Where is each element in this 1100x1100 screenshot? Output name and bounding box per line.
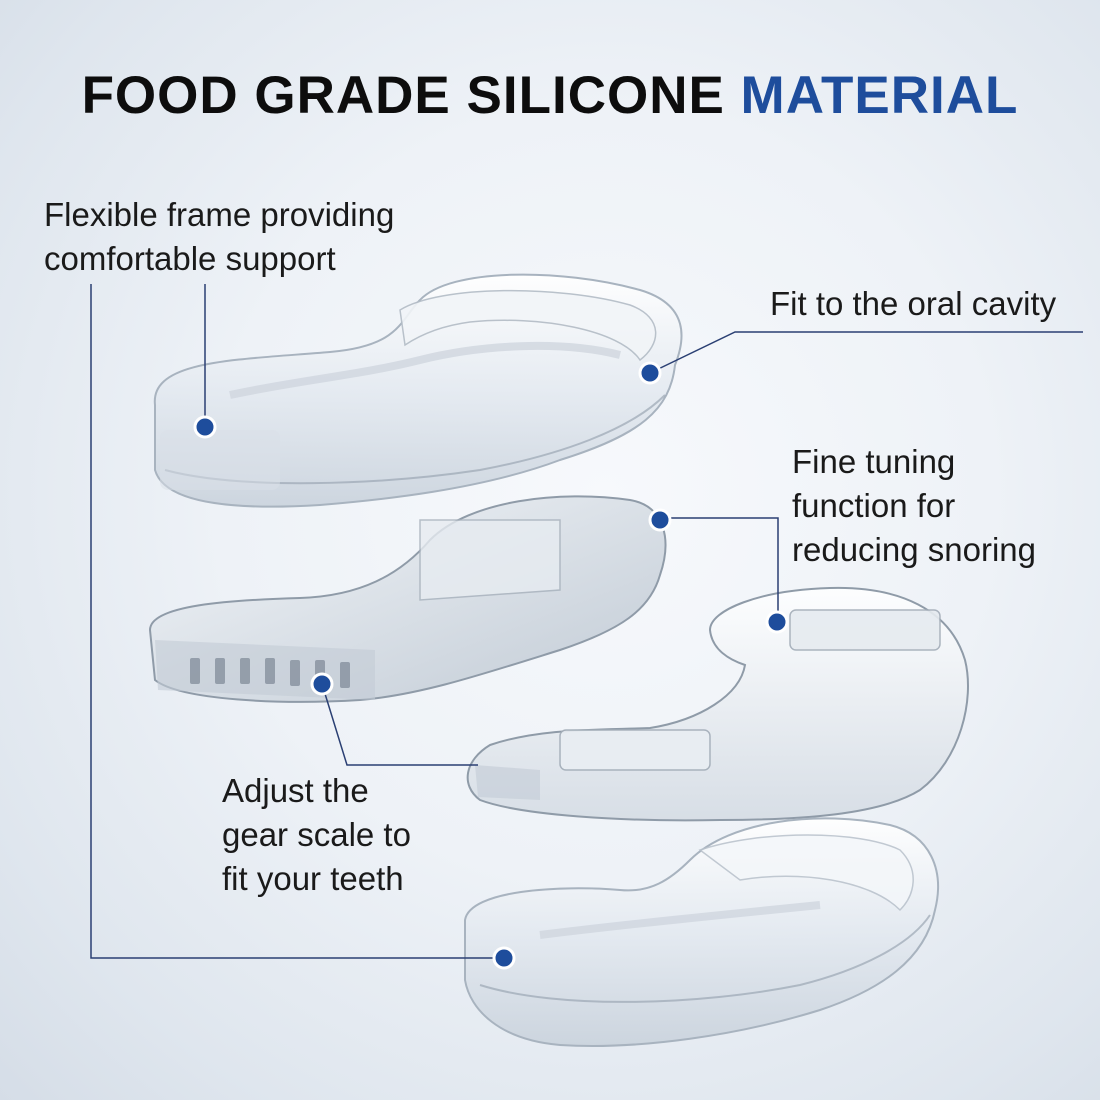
title-accent: MATERIAL xyxy=(740,66,1019,125)
callout-fit-oral-cavity: Fit to the oral cavity xyxy=(770,285,1057,322)
dot-adjust xyxy=(310,672,334,696)
callout-adjust-gear: Adjust the gear scale to fit your teeth xyxy=(222,772,411,897)
top-guard xyxy=(153,273,683,508)
title-main: FOOD GRADE SILICONE xyxy=(81,66,741,125)
leader-fit xyxy=(649,331,1083,374)
leader-fine xyxy=(660,517,779,620)
gear-plate-left xyxy=(148,495,667,703)
dot-fine-top xyxy=(648,508,672,532)
callout-flexible-frame: Flexible frame providing comfortable sup… xyxy=(44,196,395,277)
leader-bottom-frame xyxy=(90,284,500,959)
dot-flexible xyxy=(193,415,217,439)
callout-dots xyxy=(193,361,789,970)
dot-fit xyxy=(638,361,662,385)
gear-plate-right xyxy=(466,586,969,822)
leader-adjust xyxy=(321,683,478,766)
dot-fine xyxy=(765,610,789,634)
callout-fine-tuning: Fine tuning function for reducing snorin… xyxy=(792,443,1036,568)
page-title: FOOD GRADE SILICONE MATERIAL xyxy=(0,66,1100,126)
leader-lines xyxy=(90,284,1083,959)
dot-bottom xyxy=(492,946,516,970)
bottom-guard xyxy=(464,817,939,1047)
